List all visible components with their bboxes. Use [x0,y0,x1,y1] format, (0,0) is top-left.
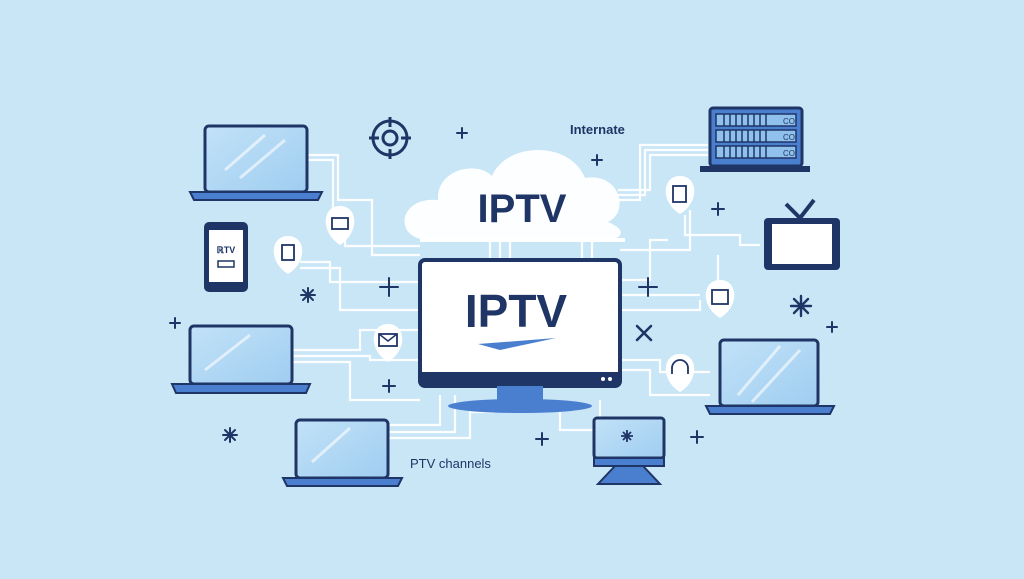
pin-document [665,176,695,214]
target-network-icon [369,117,411,159]
laptop-top-left [188,124,324,201]
close-x-icon [635,324,653,342]
laptop-middle-left [170,324,312,394]
phone-screen-text: ℝTV [217,245,236,255]
sparkle-icons [169,127,838,446]
plus-icon [169,317,181,329]
pin-tablet [273,236,303,274]
server-rack [700,106,810,172]
smartphone [204,222,248,292]
server-tag-2: CO [783,133,795,142]
snowflake-icon [300,287,316,303]
plus-icon [711,202,725,216]
snowflake-icon [789,294,813,318]
laptop-right [704,338,836,415]
pin-headphones [665,354,695,392]
crosshair-icon [379,277,399,297]
central-monitor [418,258,622,413]
iptv-cloud [404,150,625,242]
plus-icon [591,154,603,166]
monitor-iptv-label: IPTV [465,285,568,337]
laptop-bottom-left [281,418,404,487]
server-tag-3: CO [783,149,795,158]
phone-screen-bar [217,260,235,268]
plus-icon [826,321,838,333]
plus-icon [535,432,549,446]
crosshair-icon [638,277,658,297]
plus-icon [382,379,396,393]
plus-icon [456,127,468,139]
snowflake-icon [222,427,238,443]
cloud-iptv-label: IPTV [478,187,567,231]
internet-label: Internate [570,122,625,137]
server-tag-1: CO [783,117,795,126]
desktop-bottom-center [592,416,666,485]
plus-icon [690,430,704,444]
pin-mail [373,324,403,362]
television-set [764,198,840,270]
pin-router [325,206,355,245]
channels-label: PTV channels [410,456,491,471]
pin-phone-right [705,280,735,318]
